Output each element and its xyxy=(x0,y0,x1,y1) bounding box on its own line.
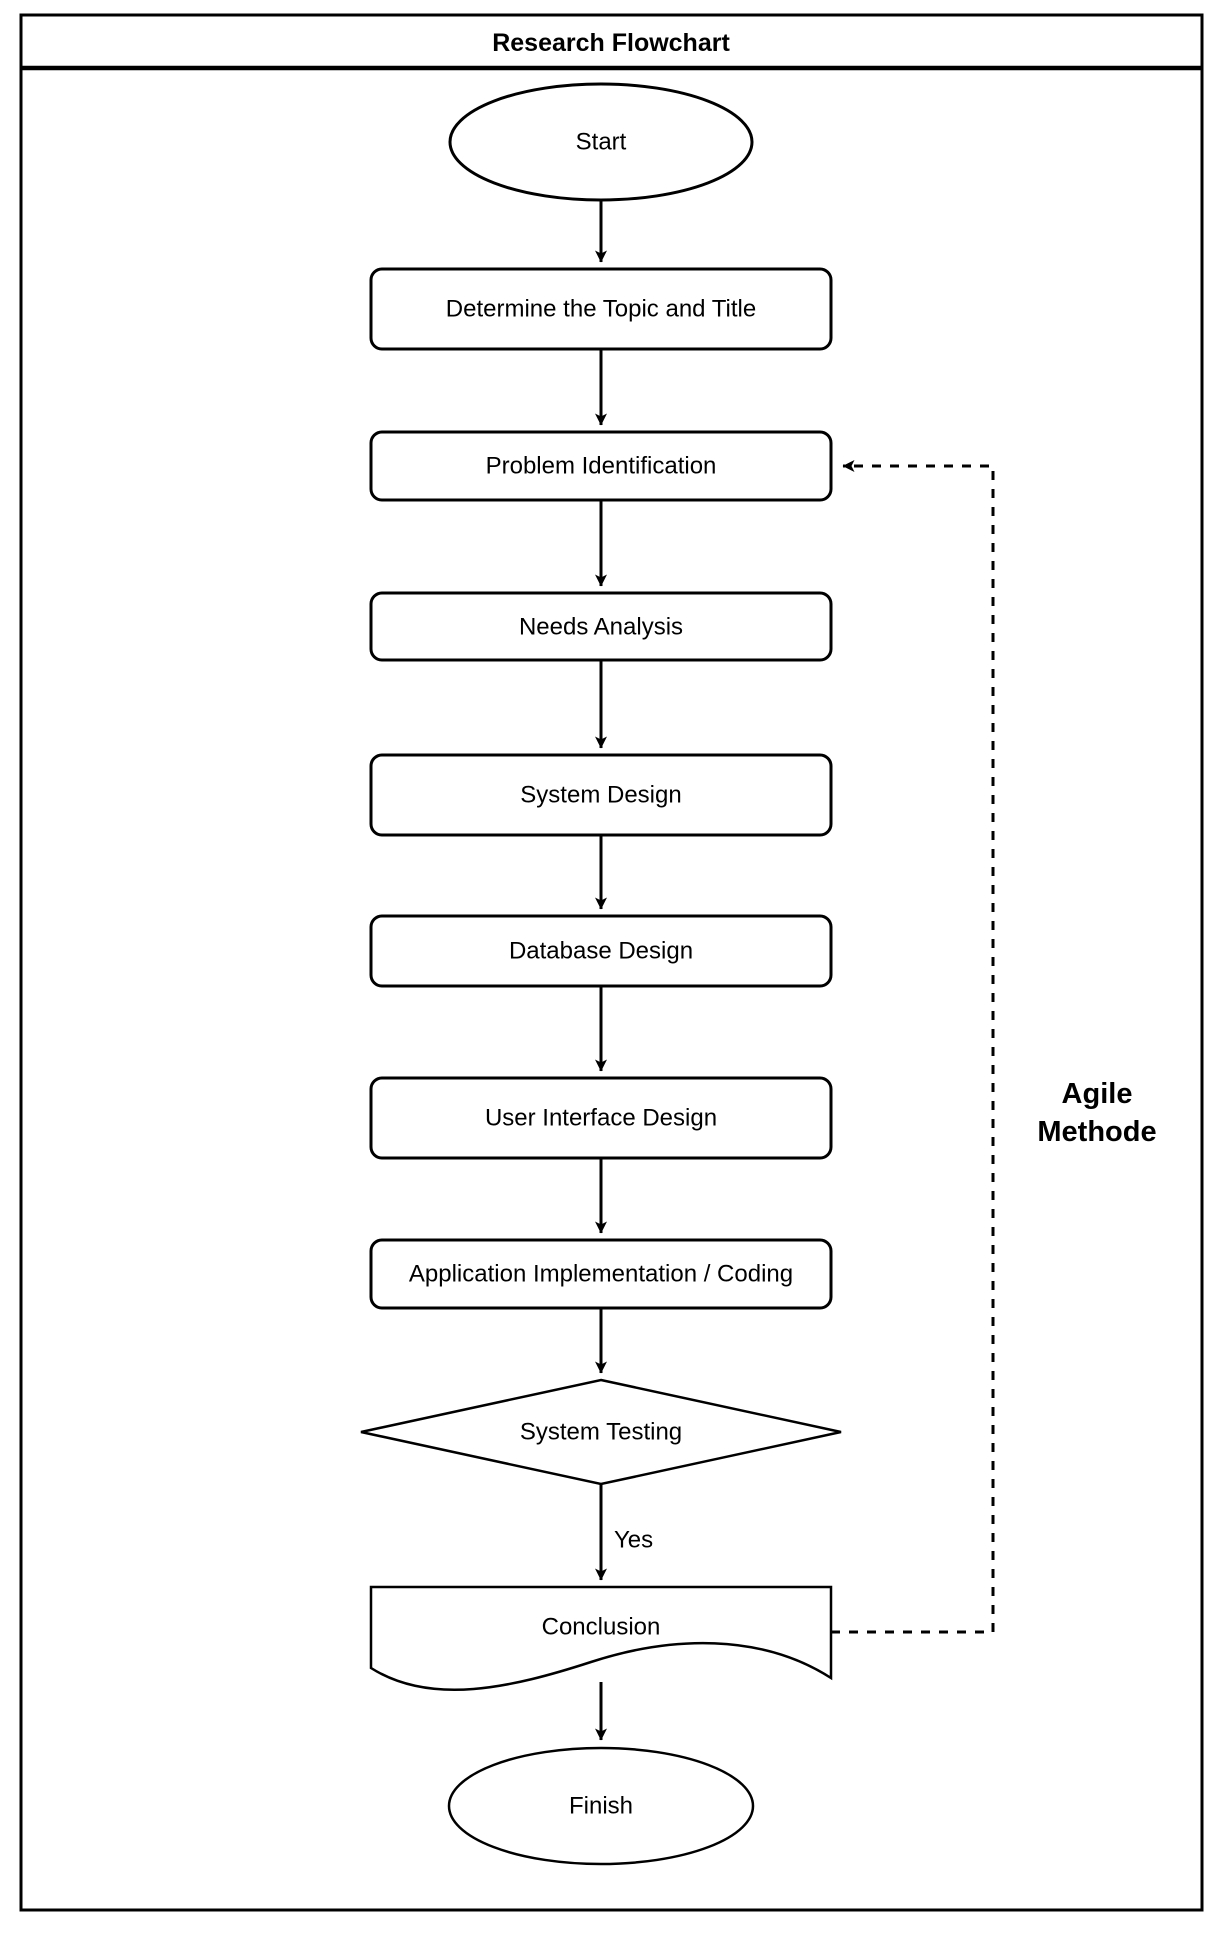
node-ui-design-label: User Interface Design xyxy=(485,1105,717,1132)
node-system-testing-decision xyxy=(360,1378,842,1486)
node-ui-design xyxy=(369,1076,833,1160)
node-system-design-label: System Design xyxy=(520,782,681,809)
node-database-design-label: Database Design xyxy=(509,938,693,965)
node-system-design xyxy=(369,753,833,837)
node-problem-identification xyxy=(369,430,833,502)
node-needs-analysis xyxy=(369,591,833,662)
node-needs-analysis-label: Needs Analysis xyxy=(519,614,683,641)
diagram-title: Research Flowchart xyxy=(492,29,730,57)
node-determine-topic-label: Determine the Topic and Title xyxy=(446,296,756,323)
node-database-design xyxy=(369,914,833,988)
node-start xyxy=(448,82,754,202)
node-conclusion-label: Conclusion xyxy=(542,1614,661,1641)
node-implementation xyxy=(369,1238,833,1310)
node-finish xyxy=(447,1746,755,1866)
node-start-label: Start xyxy=(576,129,627,156)
node-conclusion-document xyxy=(369,1585,833,1691)
edge-label-yes: Yes xyxy=(614,1527,653,1554)
node-determine-topic xyxy=(369,267,833,351)
node-implementation-label: Application Implementation / Coding xyxy=(409,1261,793,1288)
agile-methode-annotation-line1: Agile xyxy=(1062,1078,1133,1110)
agile-methode-annotation-line2: Methode xyxy=(1037,1116,1156,1148)
edge-agile-loop-conclusion-to-problem xyxy=(831,460,995,1634)
diagram-border xyxy=(19,13,1204,1912)
node-finish-label: Finish xyxy=(569,1793,633,1820)
node-system-testing-label: System Testing xyxy=(520,1419,682,1446)
node-problem-identification-label: Problem Identification xyxy=(486,453,717,480)
